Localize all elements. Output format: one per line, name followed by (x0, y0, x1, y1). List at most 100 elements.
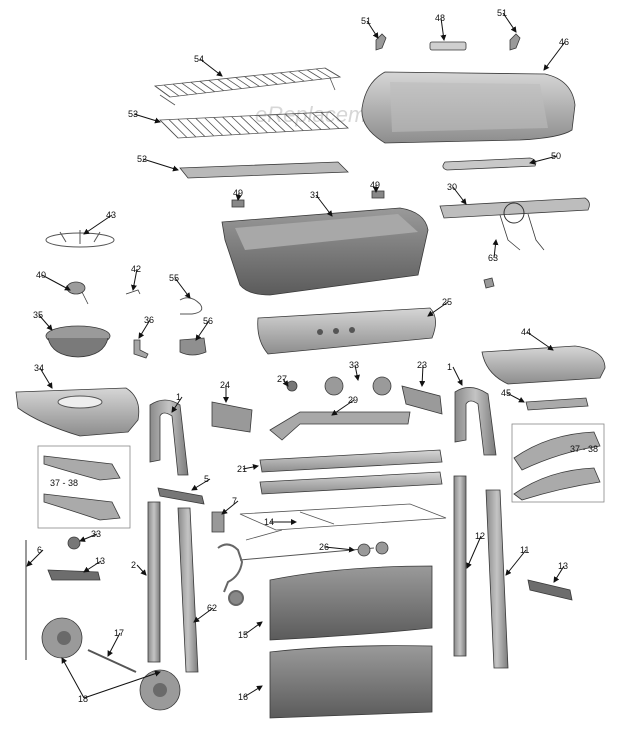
callout-leader (331, 399, 355, 416)
callout-leader (136, 564, 147, 576)
callout-leader (243, 685, 263, 698)
callout-label: 51 (497, 8, 507, 18)
leg-11-part (485, 489, 509, 669)
callout-label: 56 (203, 316, 213, 326)
firebox-part (221, 207, 429, 296)
callout-leader (543, 41, 566, 71)
callout-leader (324, 546, 355, 553)
callout-leader (195, 320, 210, 341)
inset-left: 37 - 38 (37, 445, 131, 529)
callout-label: 55 (169, 273, 179, 283)
ignitor-part (483, 277, 495, 289)
callout-label: 13 (558, 561, 568, 571)
leg-front-left-part (149, 399, 189, 476)
callout-label: 45 (501, 388, 511, 398)
heat-plate-part (179, 161, 349, 179)
callout-label: 51 (361, 16, 371, 26)
callout-leader (492, 239, 499, 259)
bracket-5-part (157, 487, 205, 505)
callout-label: 14 (264, 517, 274, 527)
callout-leader (452, 186, 467, 205)
callout-leader (242, 464, 259, 470)
callout-leader (174, 277, 191, 299)
callout-leader (61, 657, 85, 699)
callout-label: 49 (370, 180, 380, 190)
callout-leader (107, 632, 121, 657)
wire-part (179, 297, 203, 315)
callout-label: 18 (78, 694, 88, 704)
callout-leader (354, 364, 360, 381)
callout-label: 34 (34, 363, 44, 373)
leg-2-part (147, 501, 161, 663)
callout-label: 7 (232, 496, 237, 506)
callout-label: 17 (114, 628, 124, 638)
callout-label: 52 (137, 154, 147, 164)
control-panel-part (257, 307, 436, 355)
callout-label: 1 (176, 392, 181, 402)
callout-label: 11 (520, 545, 529, 555)
callout-label: 6 (37, 545, 42, 555)
callout-leader (452, 366, 463, 386)
callout-label: 21 (237, 464, 247, 474)
axle-part (87, 649, 137, 673)
callout-leader (366, 20, 379, 39)
callout-leader (41, 274, 71, 291)
callout-label: 40 (36, 270, 46, 280)
callout-leader (526, 331, 554, 351)
door-upper-part (269, 565, 433, 641)
callout-leader (466, 535, 482, 569)
callout-leader (529, 155, 558, 165)
hinge-right-part (509, 33, 521, 51)
callout-label: 46 (559, 37, 569, 47)
callout-label: 42 (131, 264, 141, 274)
knob-left-part (324, 376, 344, 396)
callout-label: 54 (194, 54, 204, 64)
inset-right: 37 - 38 (511, 423, 605, 503)
callout-label: 48 (435, 13, 445, 23)
callout-leader (130, 268, 138, 291)
knob-right-part (372, 376, 392, 396)
callout-label: 13 (95, 556, 105, 566)
callout-leader (171, 396, 183, 413)
lid-part (361, 71, 576, 144)
callout-leader (26, 549, 44, 567)
bracket-23-part (401, 385, 443, 415)
gas-hose-part (217, 543, 244, 606)
callout-leader (553, 565, 565, 583)
callout-label: 12 (475, 531, 485, 541)
callout-leader (83, 560, 102, 573)
callout-leader (419, 364, 426, 387)
handle-part (442, 157, 537, 171)
bracket-left-part (231, 199, 245, 208)
callout-leader (79, 533, 98, 542)
callout-label: 53 (128, 109, 138, 119)
end-handle-right-part (527, 579, 573, 601)
knob-part (286, 380, 298, 392)
leg-62-part (177, 507, 199, 673)
bracket-24-part (211, 401, 253, 433)
callout-label: 29 (348, 395, 358, 405)
burner-part (439, 197, 590, 251)
regulator-part (66, 281, 89, 305)
inset-right-label: 37 - 38 (570, 444, 598, 454)
callout-label: 49 (233, 188, 243, 198)
cooking-grate-part (159, 111, 349, 139)
callout-leader (505, 549, 527, 576)
side-shelf-right-part (481, 345, 606, 385)
bottom-rack-part (239, 503, 447, 541)
callout-leader (199, 58, 223, 77)
side-shelf-left-part (15, 387, 140, 437)
callout-label: 25 (442, 297, 452, 307)
callout-label: 36 (144, 315, 154, 325)
callout-leader (427, 301, 449, 317)
callout-leader (235, 192, 242, 201)
leg-front-right-part (454, 387, 497, 456)
shelf-bracket-part (525, 397, 589, 411)
brace-lower-part (259, 471, 443, 495)
callout-leader (83, 214, 113, 235)
callout-leader (38, 314, 53, 331)
callout-leader (282, 378, 289, 387)
callout-leader (506, 392, 525, 403)
callout-label: 2 (131, 560, 136, 570)
